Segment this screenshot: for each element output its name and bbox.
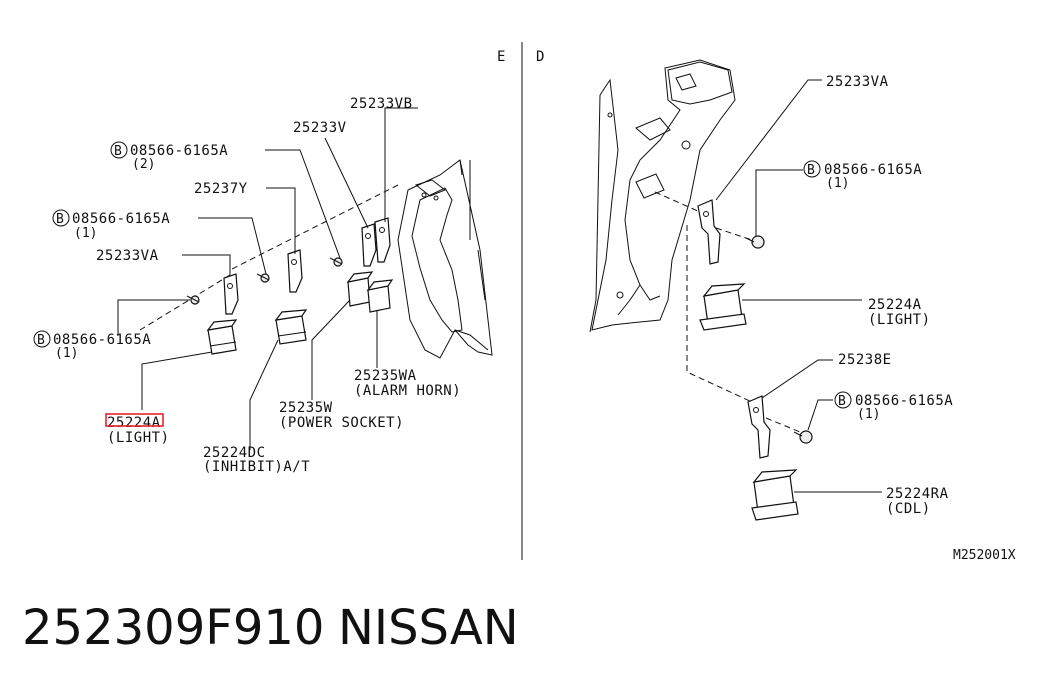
label-25237y: 25237Y [194,181,248,197]
bracket-25233v [361,223,377,267]
brand-name: NISSAN [338,600,519,656]
pillar-right [589,59,736,333]
label-25224ra-desc: (CDL) [886,501,931,517]
label-25233vb: 25233VB [350,96,413,112]
bracket-25233va-right [697,199,721,265]
diagram-code: M252001X [953,548,1016,563]
svg-text:B: B [114,144,122,159]
label-25238e: 25238E [838,352,892,368]
bolt-marker-icon: B [52,209,70,227]
svg-text:B: B [37,333,45,348]
pillar-left [397,159,493,359]
relay-25224dc [274,309,308,345]
label-25224a-left: 25224A [107,415,161,431]
label-bolt-low-right: 08566-6165A [855,393,953,409]
relay-25224a-right [699,283,747,331]
label-bolt-low-qty: (1) [55,346,78,361]
svg-text:B: B [807,163,815,178]
label-25224a-right: 25224A [868,297,922,313]
bolt-icon [256,273,270,283]
bolt-marker-icon: B [110,141,128,159]
part-number: 252309F910 [22,600,325,656]
label-bolt-mid: 08566-6165A [72,211,170,227]
parts-diagram: E D [33,42,1016,563]
label-bolt-mid-qty: (1) [74,226,97,241]
bolt-marker-icon: B [834,391,852,409]
relay-25224ra [751,469,799,521]
label-25224dc: 25224DC [203,445,266,461]
label-25224a-right-desc: (LIGHT) [868,312,931,328]
section-label-e: E [497,49,506,65]
bolt-icon [793,430,813,444]
bracket-25237y [287,249,303,293]
bolt-marker-icon: B [803,160,821,178]
highlight-box [105,413,164,427]
label-25233va-right: 25233VA [826,74,889,90]
relay-25235wa [366,279,394,313]
label-25224dc-desc: (INHIBIT)A/T [203,459,310,475]
svg-text:B: B [56,212,64,227]
label-bolt-top-right: 08566-6165A [824,162,922,178]
bolt-icon [329,257,343,267]
bracket-25238e [747,395,771,459]
label-25235wa-desc: (ALARM HORN) [354,383,461,399]
label-25233va-left: 25233VA [96,248,159,264]
bracket-25233vb [374,217,391,263]
label-25235wa: 25235WA [354,368,417,384]
svg-text:B: B [838,394,846,409]
relay-25235w [346,271,374,307]
bracket-25233va-left [223,273,239,315]
label-bolt-top: 08566-6165A [130,143,228,159]
label-25235w: 25235W [279,400,333,416]
label-25233v: 25233V [293,120,347,136]
relay-25224a-left [206,319,238,355]
label-bolt-top-right-qty: (1) [826,176,849,191]
label-25224a-left-desc: (LIGHT) [107,430,170,446]
label-25235w-desc: (POWER SOCKET) [279,415,404,431]
bolt-icon [745,235,765,249]
bolt-icon [186,295,200,305]
label-bolt-low-right-qty: (1) [857,407,880,422]
label-25224ra: 25224RA [886,486,949,502]
label-bolt-low: 08566-6165A [53,332,151,348]
bolt-marker-icon: B [33,330,51,348]
section-label-d: D [536,49,545,65]
label-bolt-top-qty: (2) [132,157,155,172]
